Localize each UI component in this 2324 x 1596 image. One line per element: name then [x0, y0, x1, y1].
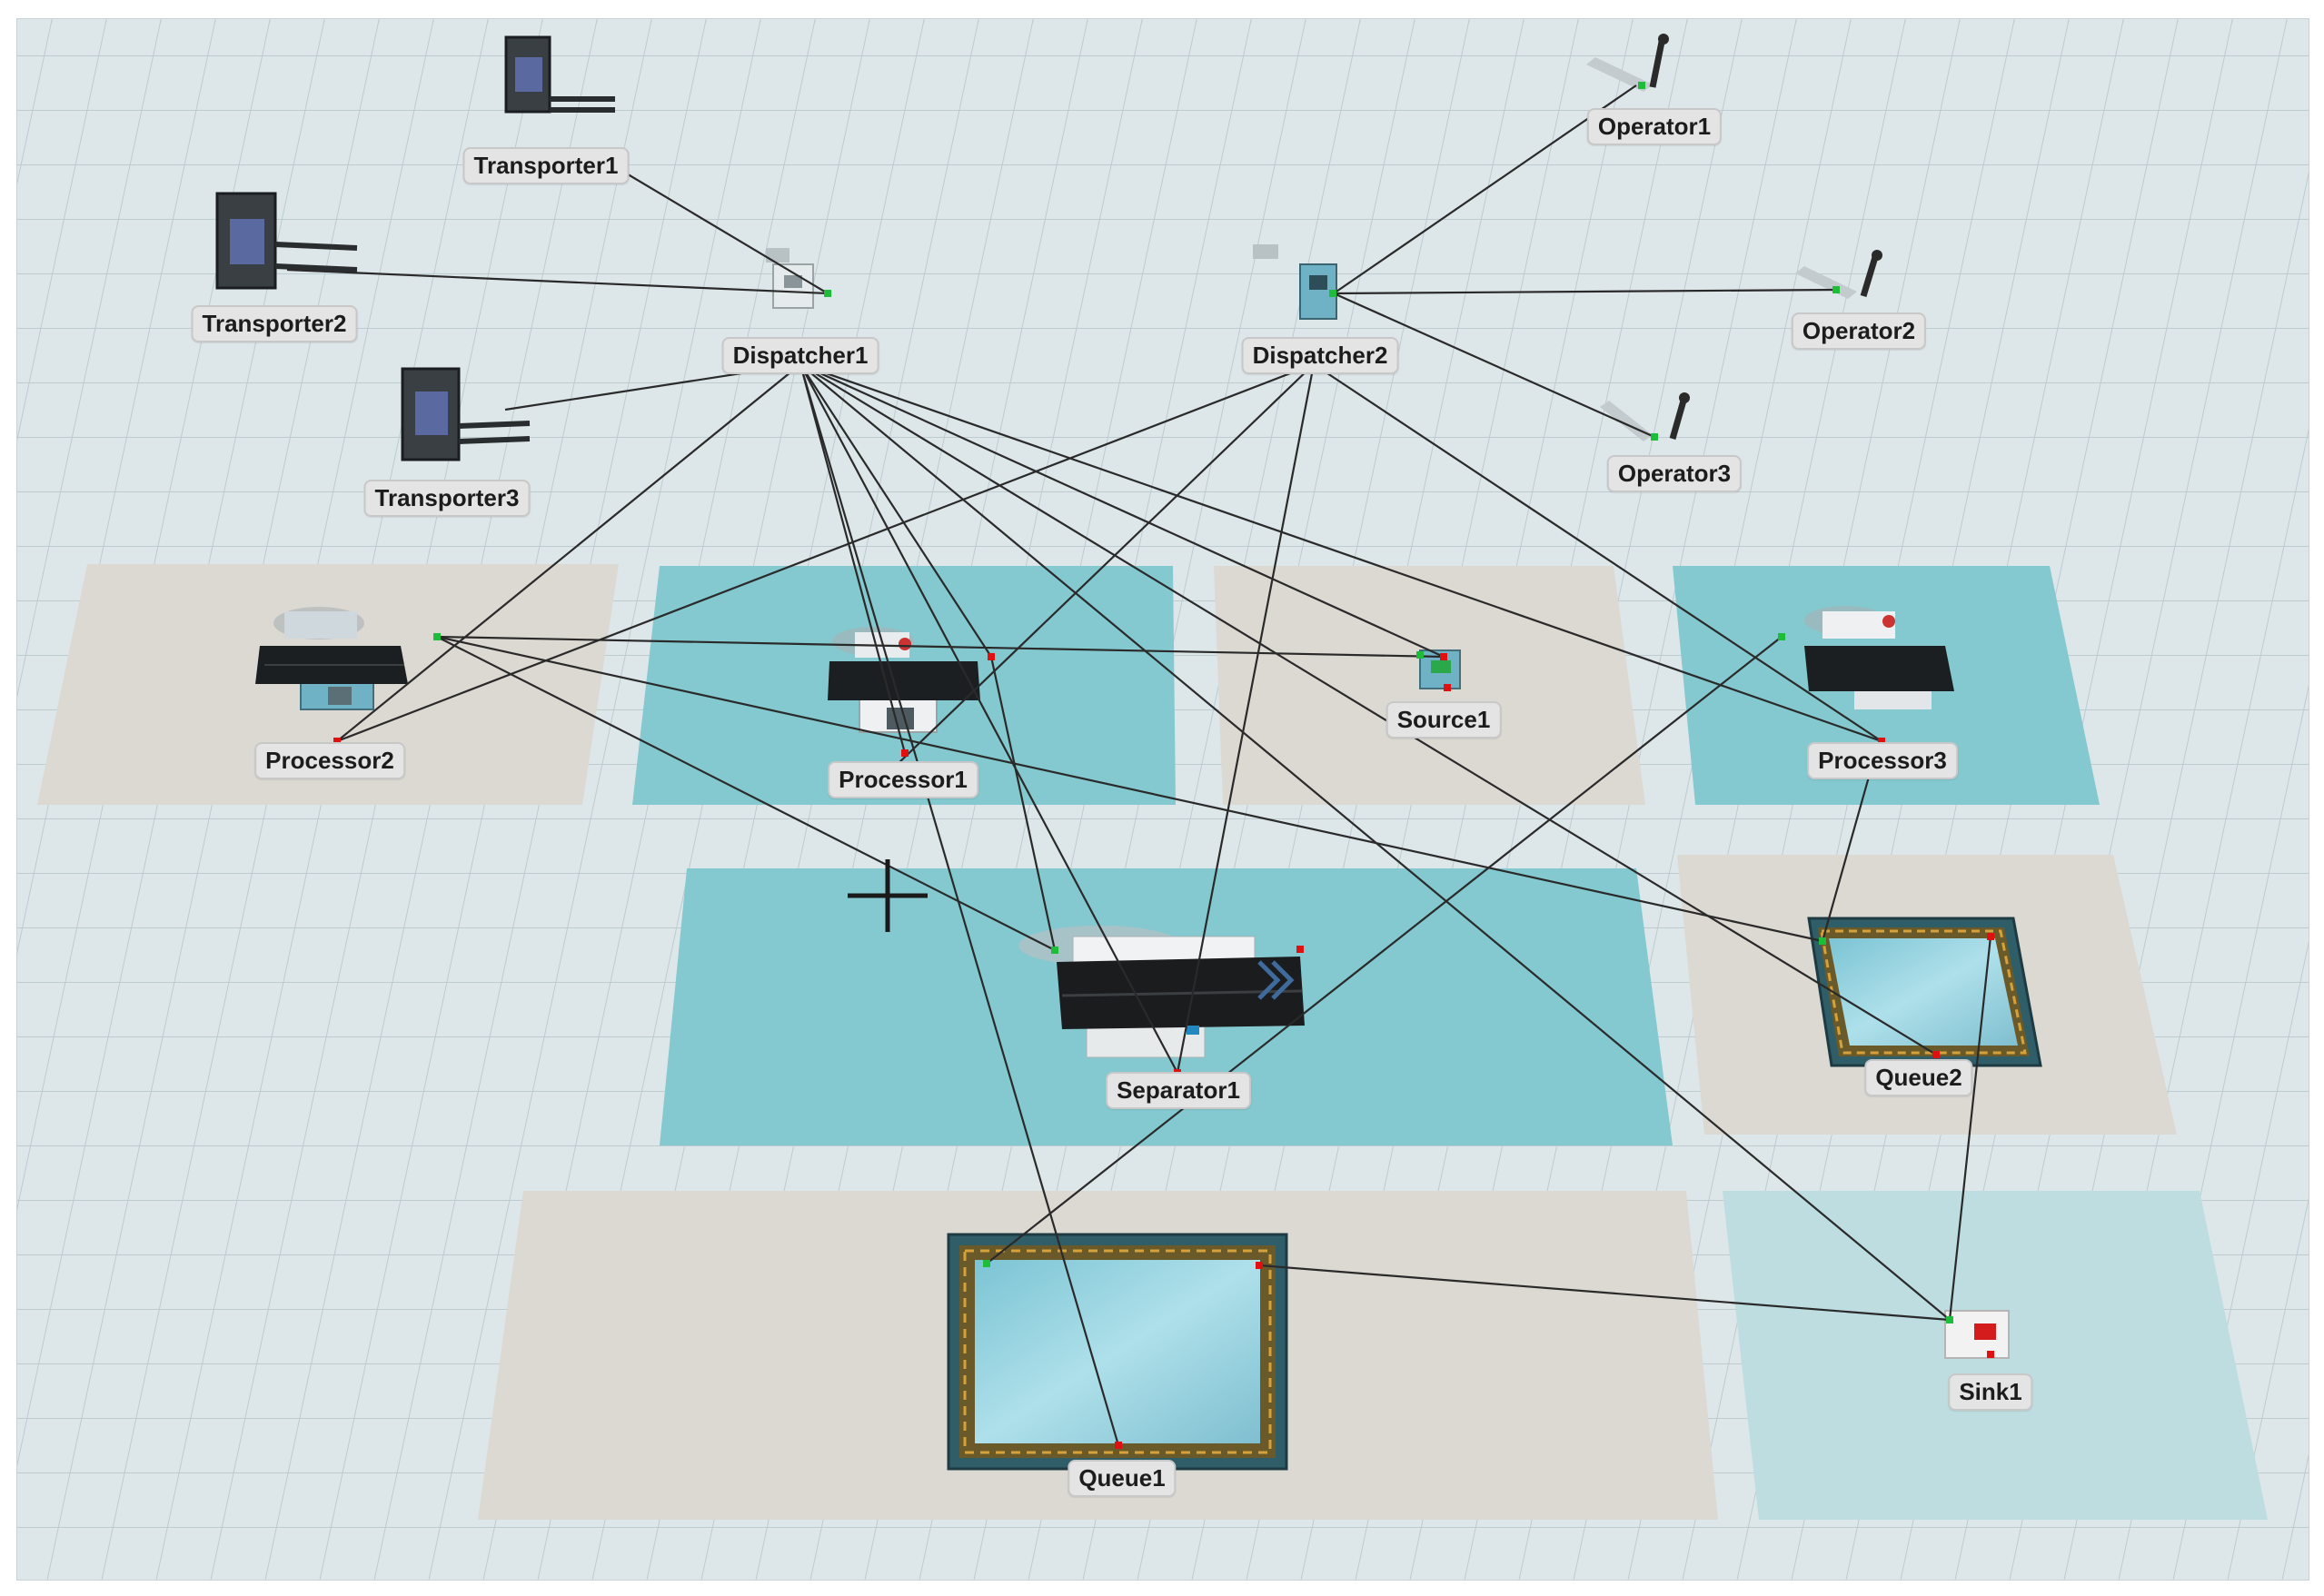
input-ports: [433, 82, 1953, 1323]
operator1-icon[interactable]: [1586, 34, 1669, 92]
model-3d-view[interactable]: Transporter1 Transporter2 Transporter3 D…: [16, 18, 2309, 1581]
operator3-label[interactable]: Operator3: [1606, 455, 1743, 492]
processor1-label[interactable]: Processor1: [828, 761, 978, 798]
transporter2-icon[interactable]: [215, 192, 358, 290]
transporter3-icon[interactable]: [401, 367, 531, 461]
transporter2-label[interactable]: Transporter2: [191, 305, 358, 342]
separator1-label[interactable]: Separator1: [1106, 1072, 1251, 1109]
transporter3-label[interactable]: Transporter3: [363, 480, 531, 517]
sink1-label[interactable]: Sink1: [1948, 1373, 2033, 1411]
dispatcher1-label[interactable]: Dispatcher1: [721, 337, 879, 374]
queue1-icon[interactable]: [947, 1233, 1288, 1471]
processor3-icon[interactable]: [1804, 606, 1954, 709]
operator2-label[interactable]: Operator2: [1791, 312, 1927, 350]
operator2-icon[interactable]: [1795, 250, 1882, 299]
transporter1-icon[interactable]: [504, 35, 615, 114]
crosshair-icon: [848, 859, 928, 932]
operator1-label[interactable]: Operator1: [1586, 108, 1723, 145]
scene-canvas[interactable]: [17, 19, 2309, 1580]
dispatcher2-label[interactable]: Dispatcher2: [1241, 337, 1399, 374]
source1-label[interactable]: Source1: [1385, 701, 1502, 739]
dispatcher2-icon[interactable]: [1253, 244, 1337, 320]
processor2-label[interactable]: Processor2: [254, 742, 405, 779]
queue2-icon[interactable]: [1807, 917, 2042, 1067]
processor2-icon[interactable]: [255, 607, 408, 710]
connection-lines: [286, 84, 1992, 1446]
processor3-label[interactable]: Processor3: [1807, 742, 1958, 779]
dispatcher1-icon[interactable]: [766, 248, 814, 309]
sink1-icon[interactable]: [1944, 1310, 2010, 1359]
transporter1-label[interactable]: Transporter1: [462, 147, 630, 184]
separator1-icon[interactable]: [1018, 926, 1305, 1058]
queue2-label[interactable]: Queue2: [1864, 1059, 1973, 1096]
queue1-label[interactable]: Queue1: [1068, 1460, 1177, 1497]
